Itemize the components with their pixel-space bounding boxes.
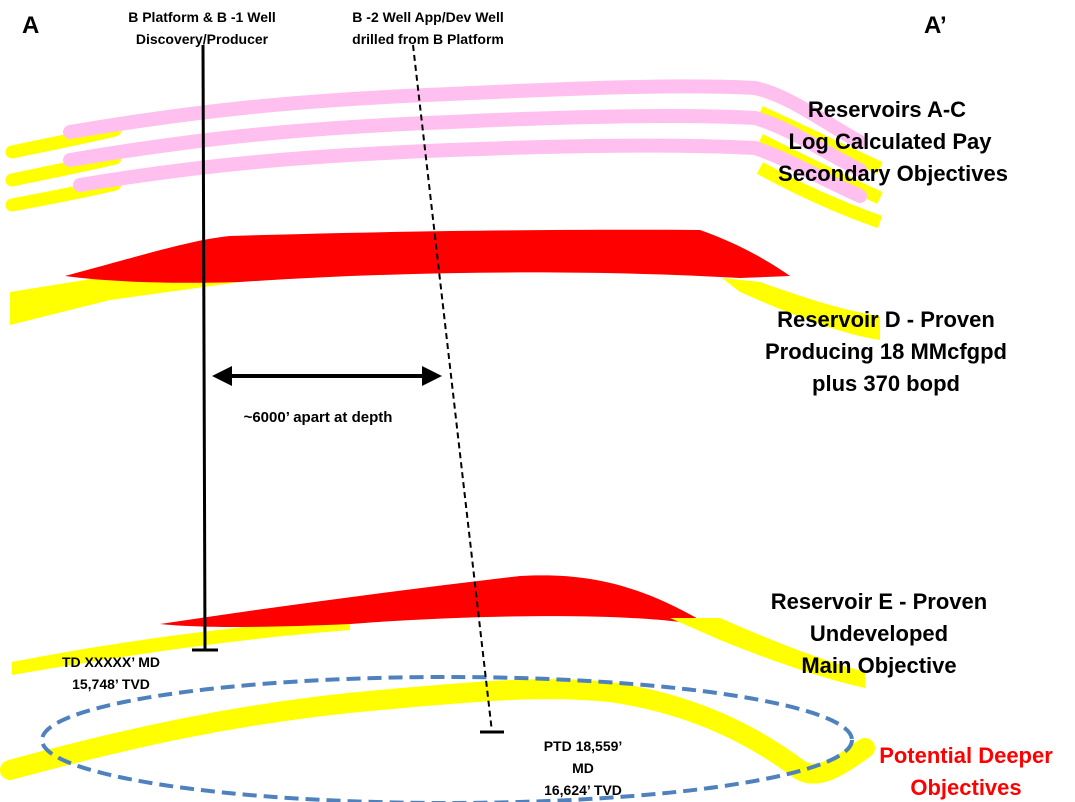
reservoir-e-red (160, 575, 700, 627)
well-b1-label-line1: B Platform & B -1 Well (128, 9, 276, 25)
section-end-label: A’ (924, 12, 947, 39)
reservoir-e-label-line2: Undeveloped (810, 621, 948, 646)
reservoir-d-label-line1: Reservoir D - Proven (777, 307, 995, 332)
well-b1-td-line2: 15,748’ TVD (72, 676, 150, 692)
well-b2-label-line2: drilled from B Platform (352, 31, 504, 47)
spacing-arrow-left-head (212, 366, 232, 386)
reservoir-a-pink (63, 79, 867, 149)
well-b2-trajectory (412, 44, 493, 733)
section-start-label: A (22, 12, 39, 39)
spacing-arrow-right-head (422, 366, 442, 386)
reservoir-d-yellow-right (722, 278, 880, 340)
reservoir-e-label-line1: Reservoir E - Proven (771, 589, 987, 614)
reservoirs-ac-label-line3: Secondary Objectives (778, 161, 1008, 186)
reservoirs-ac-label-line2: Log Calculated Pay (789, 129, 993, 154)
reservoir-e-layer (12, 575, 865, 688)
reservoir-d-label-line2: Producing 18 MMcfgpd (765, 339, 1007, 364)
deeper-objectives-ellipse (40, 675, 854, 802)
deeper-objective-band (0, 679, 875, 784)
deeper-objectives-label-line1: Potential Deeper (879, 743, 1053, 768)
well-b1-label-line2: Discovery/Producer (136, 31, 269, 47)
reservoir-d-label-line3: plus 370 bopd (812, 371, 960, 396)
spacing-arrow (212, 366, 442, 386)
well-b1 (192, 44, 218, 652)
spacing-label: ~6000’ apart at depth (244, 409, 393, 426)
reservoir-d-layer (10, 229, 880, 340)
reservoir-d-yellow-left (10, 270, 240, 325)
reservoirs-ac-layers (5, 79, 883, 229)
reservoirs-ac-label-line1: Reservoirs A-C (808, 97, 966, 122)
reservoir-c-yellow-right (756, 162, 883, 229)
well-b1-td-line1: TD XXXXX’ MD (62, 654, 160, 670)
well-b2-ptd-line2: MD (572, 760, 594, 776)
reservoir-b-pink (63, 108, 867, 177)
well-b1-trajectory (201, 44, 207, 651)
well-b2-ptd-line1: PTD 18,559’ (544, 738, 623, 754)
well-b2 (412, 44, 504, 734)
deeper-objectives-label-line2: Objectives (910, 775, 1021, 800)
reservoir-e-yellow-right (670, 618, 865, 688)
well-b2-ptd-line3: 16,624’ TVD (544, 782, 622, 798)
reservoir-e-label-line3: Main Objective (801, 653, 956, 678)
reservoir-e-yellow-left (12, 618, 350, 675)
well-b2-label-line1: B -2 Well App/Dev Well (352, 9, 503, 25)
reservoir-d-red (65, 229, 790, 283)
deeper-objectives-layer (0, 675, 875, 802)
reservoir-c-pink (73, 138, 867, 203)
